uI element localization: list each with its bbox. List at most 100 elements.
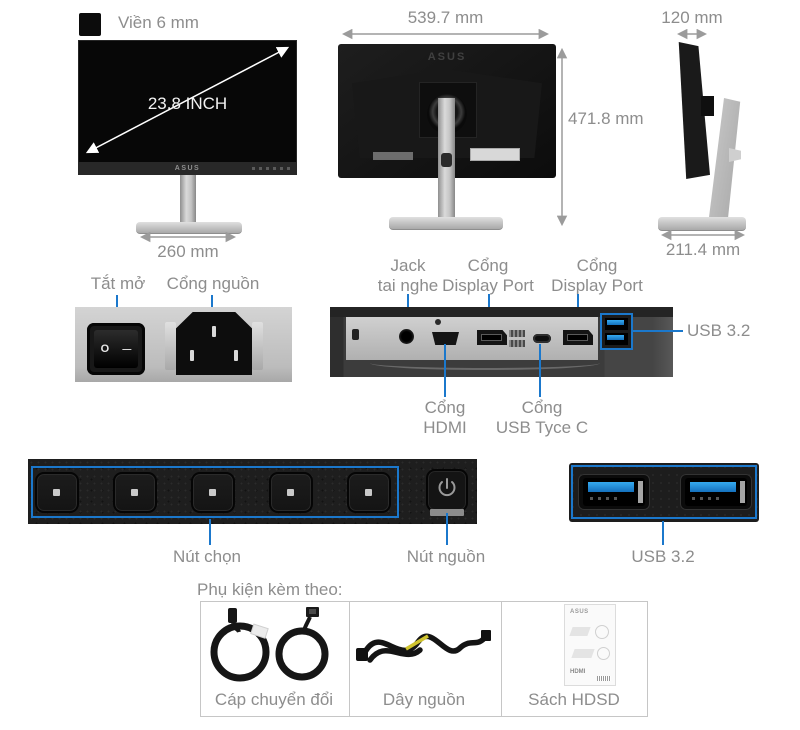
accessory-label-adapter-cable: Cáp chuyển đổi (214, 690, 334, 709)
switch-on-symbol: — (122, 344, 132, 354)
inlet-pin-left (190, 350, 194, 361)
back-height-arrow-icon (556, 47, 568, 227)
jack-label: Jack tai nghe (368, 256, 448, 296)
accessories-heading: Phụ kiện kèm theo: (197, 580, 343, 599)
usb-tongue-right (690, 482, 736, 492)
diagonal-arrow-icon (85, 46, 290, 154)
side-hinge (701, 96, 714, 116)
accessories-table (200, 601, 648, 717)
control-button (113, 472, 157, 513)
side-base-arrow-icon (660, 229, 746, 241)
front-bezel-label: Viền 6 mm (118, 13, 199, 32)
usb-ports-highlight-box (600, 313, 633, 350)
control-strip-photo (28, 459, 477, 524)
side-depth-label: 120 mm (661, 8, 723, 27)
usb-clip-right (740, 481, 745, 503)
diagonal-size-label: 23.8 INCH (147, 94, 228, 113)
front-stand-column (180, 175, 196, 223)
manual-brand-text: ASUS (570, 609, 589, 615)
back-sticker (470, 148, 520, 161)
accessories-divider-1 (349, 602, 350, 716)
side-depth-arrow-icon (676, 28, 708, 40)
usbc-label-line1: Cổng (521, 398, 563, 417)
vent-grid-bottom (509, 340, 525, 347)
hdmi-label: Cổng HDMI (405, 398, 485, 438)
switch-off-symbol: O (100, 343, 110, 355)
ports-photo-top-edge (330, 307, 673, 317)
displayport1-label-line2: Display Port (442, 276, 534, 295)
back-label-strip (373, 152, 413, 160)
inlet-clip-right (252, 322, 263, 370)
hdmi-pointer-line (444, 344, 446, 397)
usb-closeup-port-right (680, 474, 752, 510)
manual-diagram-2 (595, 625, 609, 639)
usb-closeup-label: USB 3.2 (631, 547, 695, 566)
usb-recess-right (685, 478, 747, 506)
power-icon (438, 478, 456, 497)
power-cord-image (356, 630, 491, 663)
side-stand-hook (729, 148, 741, 162)
inlet-pin-right (234, 350, 238, 361)
power-button (426, 469, 468, 512)
hdmi-port (432, 332, 459, 345)
accessory-label-power-cord: Dây nguồn (382, 690, 466, 709)
adapter-cables-image (210, 607, 329, 682)
displayport2-label: Cổng Display Port (542, 256, 652, 296)
front-bezel-buttons (252, 167, 290, 170)
displayport2-label-line2: Display Port (551, 276, 643, 295)
accessory-label-manual: Sách HDSD (528, 690, 620, 709)
manual-hdmi-logo: HDMI (570, 669, 586, 675)
displayport2-port (563, 330, 593, 345)
inlet-clip-left (165, 322, 176, 370)
side-base-depth-label: 211.4 mm (665, 240, 741, 259)
power-panel-photo: O — (75, 307, 292, 382)
rocker-face: O — (94, 330, 138, 368)
hdmi-label-line2: HDMI (423, 418, 467, 437)
usbc-label: Cổng USB Tyce C (487, 398, 597, 438)
select-buttons-pointer-line (209, 519, 211, 545)
power-inlet (176, 312, 252, 375)
accessories-divider-2 (501, 602, 502, 716)
usbc-label-line2: USB Tyce C (495, 418, 589, 437)
front-brand-logo: ASUS (174, 165, 201, 172)
control-button (269, 472, 313, 513)
usb-closeup-port-left (578, 474, 650, 510)
back-width-label: 539.7 mm (407, 8, 484, 27)
bezel-corner-icon (79, 13, 101, 36)
usbc-pointer-line (539, 344, 541, 397)
ports-panel-photo (330, 307, 673, 377)
front-base-width-label: 260 mm (157, 242, 219, 261)
usb-contacts-right (692, 497, 722, 500)
power-rocker-switch: O — (87, 323, 145, 375)
usb-a-port-upper (605, 318, 628, 330)
back-width-arrow-icon (341, 28, 550, 40)
jack-label-line1: Jack (390, 256, 426, 275)
usb-closeup-pointer-line (662, 521, 664, 545)
power-button-label: Nút nguồn (406, 547, 486, 566)
jack-label-line2: tai nghe (377, 276, 439, 295)
usb-recess-left (583, 478, 645, 506)
usb-a-port-lower (605, 333, 628, 345)
displayport1-label: Cổng Display Port (433, 256, 543, 296)
back-stand-base (389, 217, 503, 230)
control-button (191, 472, 235, 513)
usb-a-tongue-lower (607, 335, 624, 340)
vent-grid-top (509, 330, 525, 337)
power-button-label-strip (430, 509, 464, 516)
ports-recessed-area (346, 317, 598, 360)
front-bottom-bezel: ASUS (78, 162, 297, 175)
panel-screw (435, 319, 441, 325)
kensington-lock-slot (352, 329, 359, 340)
power-port-label: Cổng nguồn (166, 274, 260, 293)
usb-a-tongue-upper (607, 320, 624, 325)
manual-diagram-3 (571, 649, 595, 658)
manual-barcode (597, 676, 611, 681)
hdmi-label-line1: Cổng (424, 398, 466, 417)
control-button (347, 472, 391, 513)
select-buttons-label: Nút chọn (172, 547, 242, 566)
power-switch-label: Tắt mở (90, 274, 146, 293)
back-brand-logo: ASUS (427, 51, 467, 63)
cable-management-hole (441, 153, 452, 167)
power-button-pointer-line (446, 513, 448, 545)
